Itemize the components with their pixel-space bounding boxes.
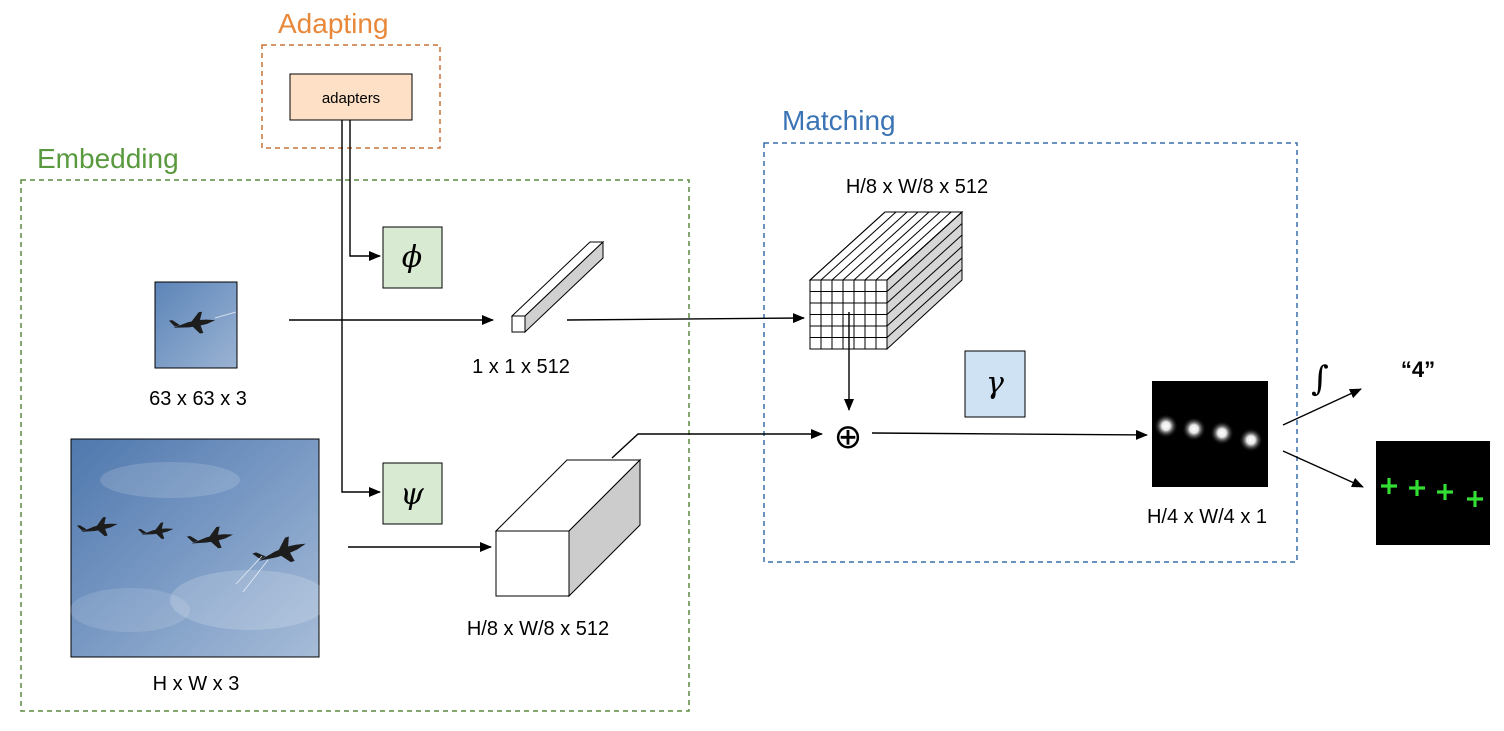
- object-marker: [1437, 484, 1453, 500]
- matching-region: [763, 142, 1298, 563]
- query-feature-map: [494, 458, 642, 598]
- exemplar-image: [154, 281, 238, 369]
- combine-symbol: ⊕: [834, 417, 863, 457]
- integral-symbol: ∫: [1311, 359, 1329, 399]
- exemplar-feature-dims: 1 x 1 x 512: [472, 356, 570, 378]
- combine-to-density-arrow: [871, 429, 1148, 440]
- grid-slab-edge: [864, 211, 941, 281]
- exemplar-feature-vector: [510, 240, 605, 334]
- grid-side-edge: [886, 269, 963, 338]
- adapter-to-psi-line: [341, 120, 381, 497]
- phi-symbol: ϕ: [402, 240, 422, 275]
- object-marker: [1467, 491, 1483, 507]
- query-feature-to-combine-arrow: [611, 429, 823, 459]
- adapters-label: adapters: [322, 90, 380, 107]
- object-marker: [1409, 480, 1425, 496]
- grid-slab-edge: [831, 211, 908, 281]
- grid-slab-edge: [820, 211, 897, 281]
- grid-slab-edge: [842, 211, 919, 281]
- adapting-label: Adapting: [278, 8, 389, 39]
- grid-slab-edge: [853, 211, 930, 281]
- object-marker: [1381, 478, 1397, 494]
- adapting-region: [261, 44, 441, 149]
- grid-slab-edge: [875, 211, 952, 281]
- grid-side-edge: [886, 257, 963, 327]
- query-feature-dims: H/8 x W/8 x 512: [467, 618, 609, 640]
- density-to-count-arrow: [1282, 388, 1362, 426]
- grid-side-edge: [886, 246, 963, 315]
- embedding-region: [20, 179, 690, 712]
- phi-block: [382, 226, 443, 289]
- gamma-block: [964, 350, 1026, 418]
- tiled-feature-dims: H/8 x W/8 x 512: [846, 176, 988, 198]
- psi-symbol: ψ: [400, 477, 424, 512]
- feature-to-tiled-arrow: [566, 313, 805, 324]
- query-image: [70, 438, 330, 658]
- exemplar-image-dims: 63 x 63 x 3: [149, 388, 247, 410]
- matching-label: Matching: [782, 105, 896, 136]
- grid-side-edge: [886, 223, 963, 292]
- count-output: “4”: [1401, 357, 1435, 382]
- adapters-block: [289, 73, 413, 121]
- density-to-points-arrow: [1282, 450, 1364, 488]
- query-image-dims: H x W x 3: [153, 673, 240, 695]
- adapter-to-phi-line: [349, 120, 381, 261]
- embedding-label: Embedding: [37, 143, 179, 174]
- gamma-symbol: γ: [986, 366, 1004, 401]
- point-map-output: [1376, 441, 1490, 545]
- psi-block: [382, 462, 443, 525]
- tiled-feature-grid: H/8 x W/8 x 512: [808, 176, 988, 351]
- density-map: [1152, 381, 1268, 487]
- grid-side-edge: [886, 234, 963, 304]
- density-map-dims: H/4 x W/4 x 1: [1147, 506, 1267, 528]
